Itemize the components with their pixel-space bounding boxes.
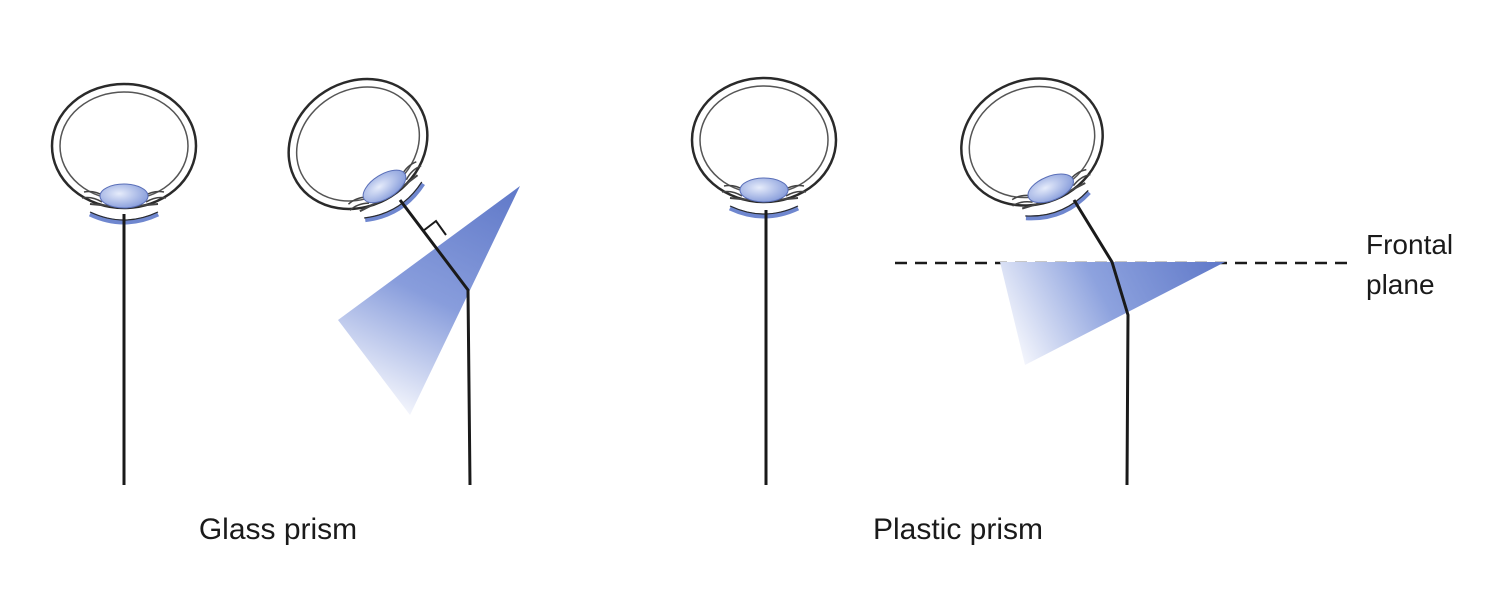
frontal-plane-label-line2: plane <box>1366 269 1435 300</box>
right-angle-marker <box>422 219 447 236</box>
eye-deviated-1 <box>264 53 459 246</box>
visual-axis-deviated-2 <box>1072 199 1130 486</box>
caption-plastic-prism: Plastic prism <box>873 513 1043 546</box>
frontal-plane-label-2: plane <box>1366 269 1435 300</box>
eye-straight-1 <box>52 84 196 222</box>
eye-deviated-2 <box>942 58 1127 240</box>
caption-glass-prism: Glass prism <box>199 513 357 546</box>
eye-straight-2 <box>692 78 836 216</box>
glass-prism-panel: Glass prism <box>52 53 520 546</box>
frontal-plane-label-line1: Frontal <box>1366 229 1453 260</box>
glass-prism <box>338 186 520 415</box>
frontal-plane-label: Frontal <box>1366 229 1453 260</box>
plastic-prism <box>1000 262 1225 365</box>
plastic-prism-panel: Frontal plane Plastic prism <box>692 58 1453 546</box>
